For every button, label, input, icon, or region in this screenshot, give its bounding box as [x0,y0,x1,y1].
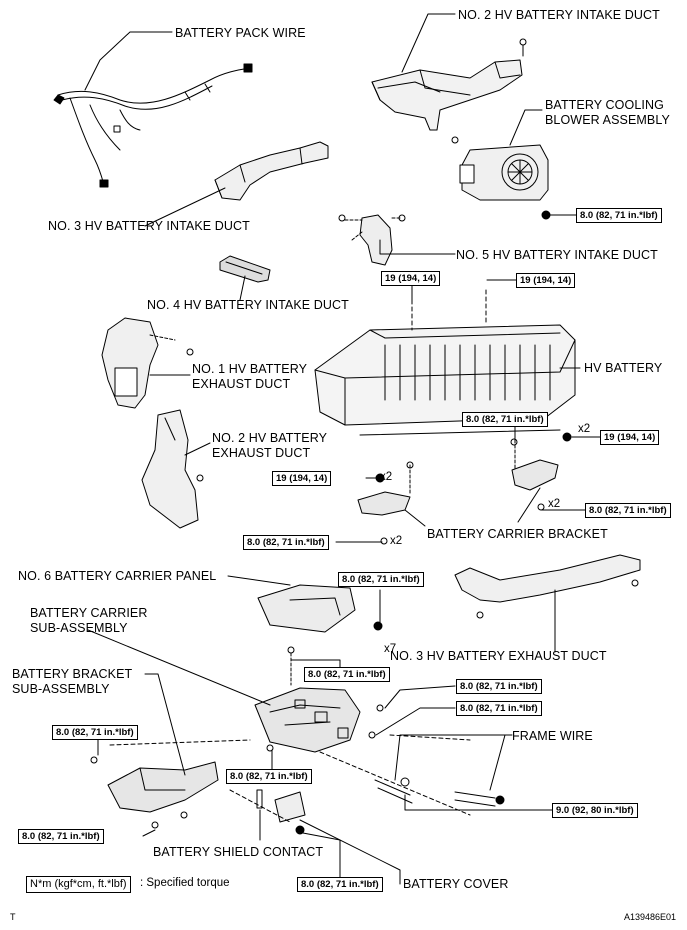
torque-frame-wire: 9.0 (92, 80 in.*lbf) [552,803,638,818]
footer-figure-id: A139486E01 [624,912,677,922]
torque-carrier-top: 8.0 (82, 71 in.*lbf) [304,667,390,682]
label-no4-intake-duct: NO. 4 HV BATTERY INTAKE DUCT [147,298,349,312]
torque-carrier-bottom: 8.0 (82, 71 in.*lbf) [226,769,312,784]
label-no3-exhaust-duct: NO. 3 HV BATTERY EXHAUST DUCT [390,649,607,663]
no3-intake-duct-part [214,141,329,201]
torque-bracket-sub-bottom: 8.0 (82, 71 in.*lbf) [18,829,104,844]
torque-bracket-right-top: 19 (194, 14) [600,430,660,445]
label-carrier-sub-assembly: BATTERY CARRIER SUB-ASSEMBLY [30,606,148,635]
qty-x2-bracket-right-top: x2 [578,423,591,435]
label-no5-intake-duct: NO. 5 HV BATTERY INTAKE DUCT [456,248,658,262]
cooling-blower-part [459,144,551,220]
qty-x2-bracket-right-bottom: x2 [548,498,561,510]
label-bracket-sub-assembly: BATTERY BRACKET SUB-ASSEMBLY [12,667,133,696]
no3-exhaust-duct-part [454,554,641,619]
carrier-bracket-parts [357,432,572,545]
leader-lines [84,13,581,885]
legend-torque-unit-box: N*m (kgf*cm, ft.*lbf) [26,876,131,893]
label-shield-contact: BATTERY SHIELD CONTACT [153,845,324,859]
label-carrier-bracket: BATTERY CARRIER BRACKET [427,527,608,541]
label-no2-exhaust-duct: NO. 2 HV BATTERY EXHAUST DUCT [212,431,328,460]
torque-bracket-bottom: 8.0 (82, 71 in.*lbf) [243,535,329,550]
label-battery-pack-wire: BATTERY PACK WIRE [175,26,306,40]
label-no1-exhaust-duct: NO. 1 HV BATTERY EXHAUST DUCT [192,362,308,391]
torque-blower: 8.0 (82, 71 in.*lbf) [576,208,662,223]
torque-carrier-right-2: 8.0 (82, 71 in.*lbf) [456,701,542,716]
carrier-sub-assembly-part [254,646,384,753]
torque-no5-left: 19 (194, 14) [381,271,441,286]
label-hv-battery: HV BATTERY [584,361,663,375]
no2-intake-duct-part [371,38,527,144]
qty-x2-bracket-bottom: x2 [390,535,403,547]
torque-bracket-right-bottom: 8.0 (82, 71 in.*lbf) [585,503,671,518]
no1-exhaust-duct-part [101,317,194,409]
legend-specified-torque: : Specified torque [140,877,230,889]
torque-battery-front: 8.0 (82, 71 in.*lbf) [462,412,548,427]
torque-leader-lines [97,214,601,885]
bracket-sub-assembly-part [90,756,219,829]
battery-pack-wire-part [53,63,253,188]
shield-contact-and-cover-part [256,789,306,835]
torque-bracket-sub-top: 8.0 (82, 71 in.*lbf) [52,725,138,740]
frame-wire-part [374,777,505,807]
label-frame-wire: FRAME WIRE [512,729,593,743]
label-no3-intake-duct: NO. 3 HV BATTERY INTAKE DUCT [48,219,250,233]
torque-cover: 8.0 (82, 71 in.*lbf) [297,877,383,892]
footer-left-code: T [10,912,16,922]
label-cooling-blower: BATTERY COOLING BLOWER ASSEMBLY [545,98,670,127]
label-battery-cover: BATTERY COVER [403,877,509,891]
alignment-lines [109,617,471,823]
qty-x2-bracket-left: x2 [380,471,393,483]
torque-carrier-right-1: 8.0 (82, 71 in.*lbf) [456,679,542,694]
no4-intake-duct-part [219,255,271,283]
no5-intake-duct-part [338,214,406,266]
torque-panel: 8.0 (82, 71 in.*lbf) [338,572,424,587]
no6-carrier-panel-part [257,584,383,633]
torque-battery-right: 19 (194, 14) [516,273,576,288]
qty-x7-panel: x7 [384,643,397,655]
hv-battery-part [314,289,576,436]
no2-exhaust-duct-part [141,409,204,529]
torque-bracket-left: 19 (194, 14) [272,471,332,486]
label-no2-intake-duct: NO. 2 HV BATTERY INTAKE DUCT [458,8,660,22]
label-no6-carrier-panel: NO. 6 BATTERY CARRIER PANEL [18,569,217,583]
